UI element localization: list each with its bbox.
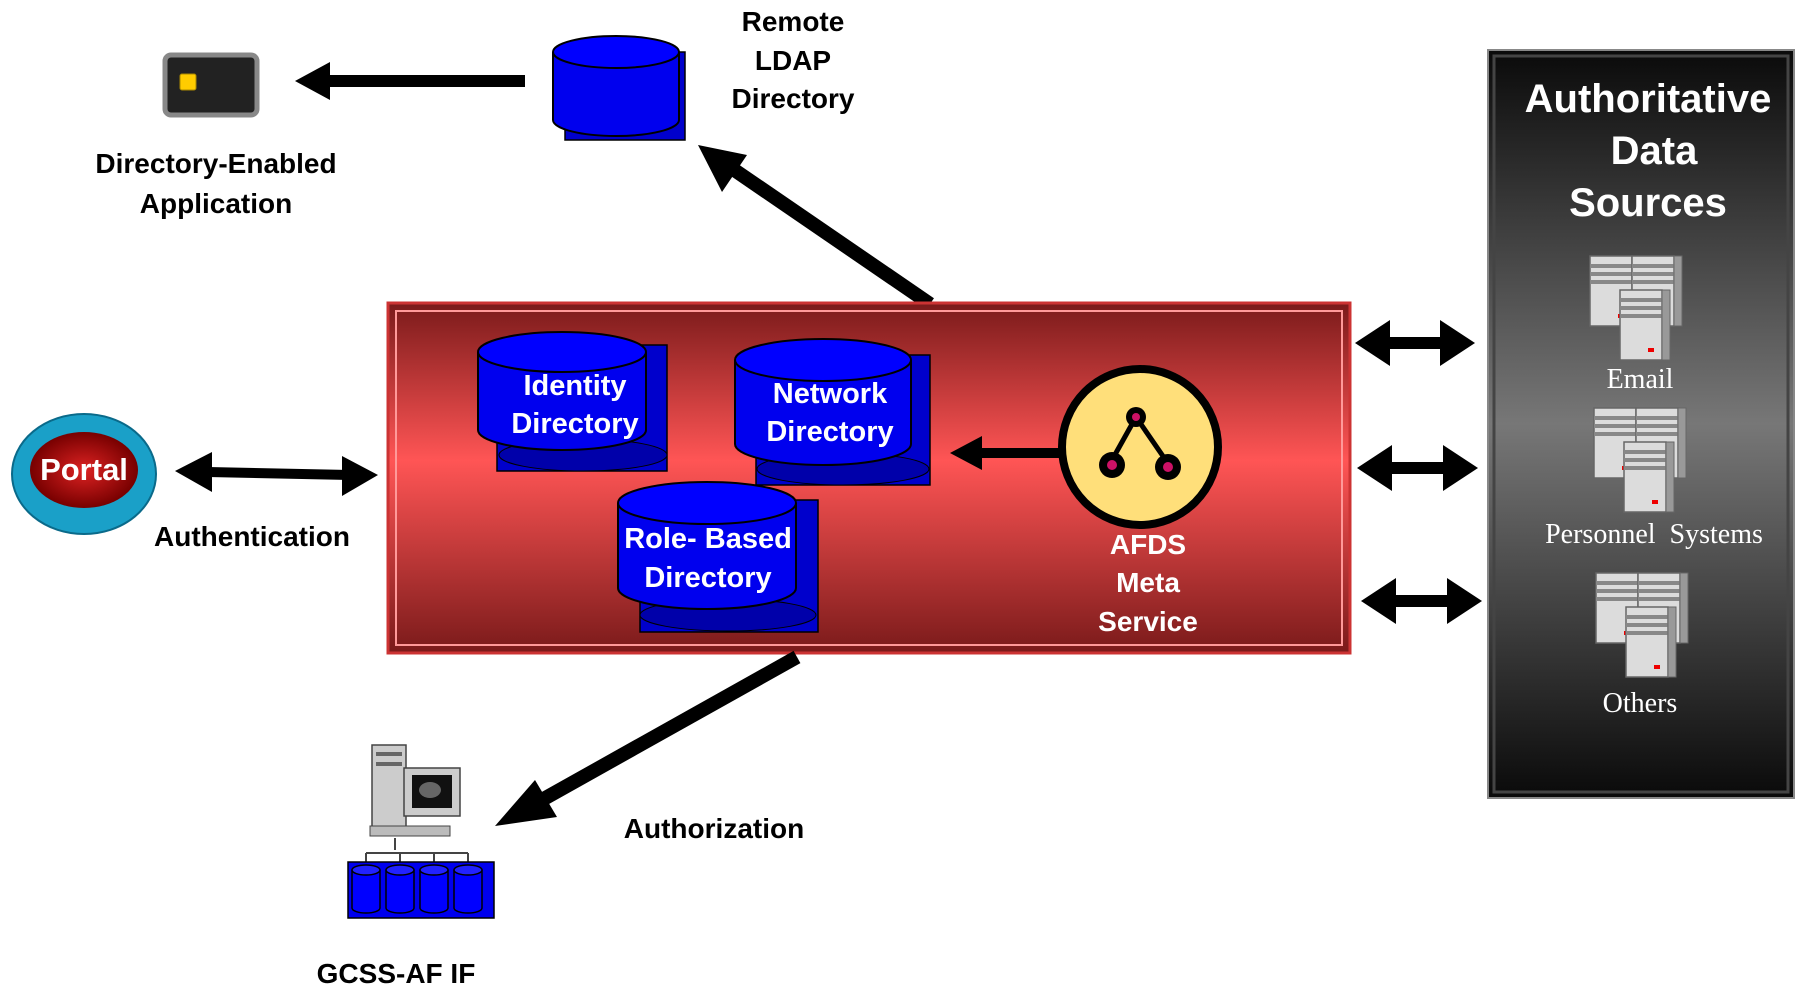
arrow-hub-personnel [1357,445,1478,491]
panel-title-2: Data [1611,129,1698,173]
arrow-hub-to-ldap [726,161,934,310]
arrow-ldap-to-app-head [295,62,330,100]
meta-label-1: AFDS [1110,529,1186,560]
panel-title-3: Sources [1569,181,1727,225]
arrow-hub-to-gcss-head [495,780,557,826]
arrow-hub-others [1361,578,1482,624]
identity-label-2: Directory [511,408,638,440]
remote-ldap-label-2: LDAP [755,45,831,76]
meta-service-icon [1058,365,1222,529]
arrow-hub-email [1355,320,1475,366]
arrow-meta-to-network-head [950,436,982,470]
portal-label: Portal [40,452,128,487]
remote-ldap-label-1: Remote [742,6,845,37]
meta-label-3: Service [1098,606,1198,637]
role-label-1: Role- Based [624,523,792,555]
gcss-label: GCSS-AF IF [317,958,476,989]
identity-directory [477,331,668,472]
smart-card-icon [162,52,260,118]
role-label-2: Directory [644,562,771,594]
authentication-label: Authentication [154,521,350,552]
gcss-databases [351,864,483,914]
source-others-label: Others [1603,688,1678,719]
arrow-portal-hub-head-right [342,456,378,496]
arrow-portal-hub-head-left [175,452,212,492]
authorization-label: Authorization [624,813,804,844]
remote-ldap-directory [552,35,686,141]
portal-icon [11,413,157,535]
panel-title-1: Authoritative [1525,77,1772,121]
network-label-1: Network [773,378,888,410]
network-directory [734,338,931,486]
meta-label-2: Meta [1116,567,1180,598]
network-label-2: Directory [766,416,893,448]
app-label-2: Application [140,188,292,219]
remote-ldap-label-3: Directory [732,83,855,114]
source-email-label: Email [1607,364,1674,395]
app-label-1: Directory-Enabled [95,148,336,179]
arrow-portal-hub [207,467,351,480]
source-personnel-label: Personnel Systems [1545,519,1763,550]
role-based-directory [617,481,819,633]
arrow-hub-to-ldap-head [698,145,747,192]
identity-label-1: Identity [523,370,626,402]
arrow-hub-to-gcss [536,650,801,808]
